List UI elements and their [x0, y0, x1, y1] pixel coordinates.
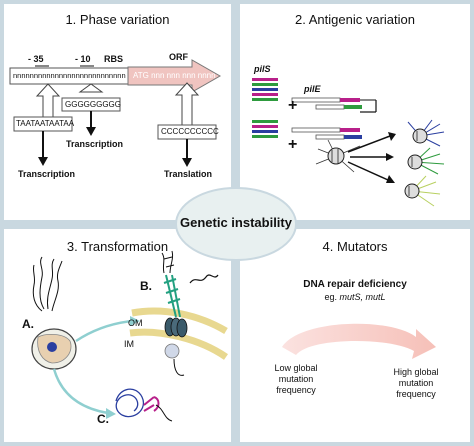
pile-label: pilE: [304, 84, 321, 94]
example-gene-names: mutS, mutL: [339, 292, 386, 302]
c-repeat-sequence: CCCCCCCCCC: [161, 127, 219, 136]
orf-label: ORF: [169, 52, 188, 62]
inner-membrane-label: IM: [124, 339, 134, 349]
panel-antigenic-variation: 2. Antigenic variation: [240, 4, 470, 220]
example-prefix: eg.: [324, 292, 340, 302]
minus35-label: - 35: [28, 54, 44, 64]
panel-title-phase-variation: 1. Phase variation: [65, 12, 170, 27]
label-b: B.: [140, 279, 152, 293]
panel-mutators: 4. Mutators DNA repair deficiency eg. mu…: [240, 229, 470, 442]
panel-title-transformation: 3. Transformation: [66, 239, 169, 254]
center-label: Genetic instability: [180, 215, 292, 230]
example-genes: eg. mutS, mutL: [240, 292, 470, 302]
ta-repeat-sequence: TAATAATAATAA: [16, 119, 75, 128]
minus10-label: - 10: [75, 54, 91, 64]
pils-label: pilS: [254, 64, 271, 74]
promoter-sequence: nnnnnnnnnnnnnnnnnnnnnnnnnnn: [13, 71, 126, 80]
outer-membrane-label: OM: [128, 318, 143, 328]
label-a: A.: [22, 317, 34, 331]
panel-transformation: 3. Transformation: [4, 229, 231, 442]
low-mutation-label: Low global mutation frequency: [274, 363, 318, 395]
panel-title-antigenic-variation: 2. Antigenic variation: [295, 12, 415, 27]
rbs-label: RBS: [104, 54, 124, 64]
transcription-label-middle: Transcription: [66, 139, 124, 149]
panel-phase-variation: 1. Phase variation - 35 - 10: [4, 4, 231, 220]
transformation-graphic: [31, 250, 228, 422]
phase-variation-graphic: [9, 59, 222, 167]
high-mutation-label: High global mutation frequency: [393, 367, 439, 399]
mutators-graphic: [282, 323, 436, 359]
translation-label: Translation: [164, 169, 213, 179]
orf-sequence: ATG nnn nnn nnn nnnn: [133, 71, 216, 80]
panel-title-mutators: 4. Mutators: [322, 239, 388, 254]
transcription-label-left: Transcription: [18, 169, 76, 179]
antigenic-variation-graphic: [252, 78, 445, 207]
plus-sign-2: +: [288, 136, 298, 153]
label-c: C.: [97, 412, 109, 426]
g-repeat-sequence: GGGGGGGGG: [65, 100, 122, 109]
repair-deficiency-label: DNA repair deficiency: [303, 279, 407, 290]
plus-sign-1: +: [288, 97, 298, 114]
